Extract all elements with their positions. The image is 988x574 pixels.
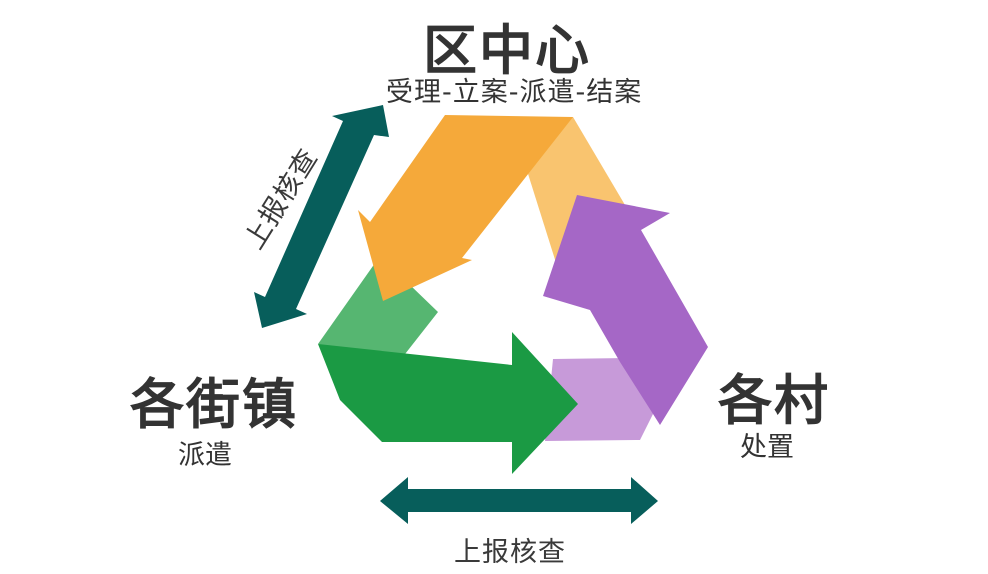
left-node-title: 各街镇 — [130, 373, 298, 436]
right-node-title: 各村 — [718, 369, 830, 432]
right-node-subtitle: 处置 — [740, 432, 794, 463]
purple-cycle-arrow — [543, 195, 708, 425]
double-headed-arrow-icon — [380, 477, 658, 524]
left-report-arrow — [254, 105, 389, 328]
orange-fold-segment — [512, 117, 625, 285]
bottom-arrow-label: 上报核查 — [454, 537, 566, 568]
top-node-subtitle: 受理-立案-派遣-结案 — [386, 77, 643, 108]
orange-cycle-arrow — [358, 115, 573, 301]
green-fold-segment — [318, 256, 438, 363]
top-node-title: 区中心 — [423, 19, 591, 82]
left-node-subtitle: 派遣 — [178, 440, 232, 471]
green-cycle-arrow — [318, 332, 578, 474]
bottom-report-arrow — [380, 477, 658, 524]
double-headed-arrow-icon — [254, 105, 389, 328]
